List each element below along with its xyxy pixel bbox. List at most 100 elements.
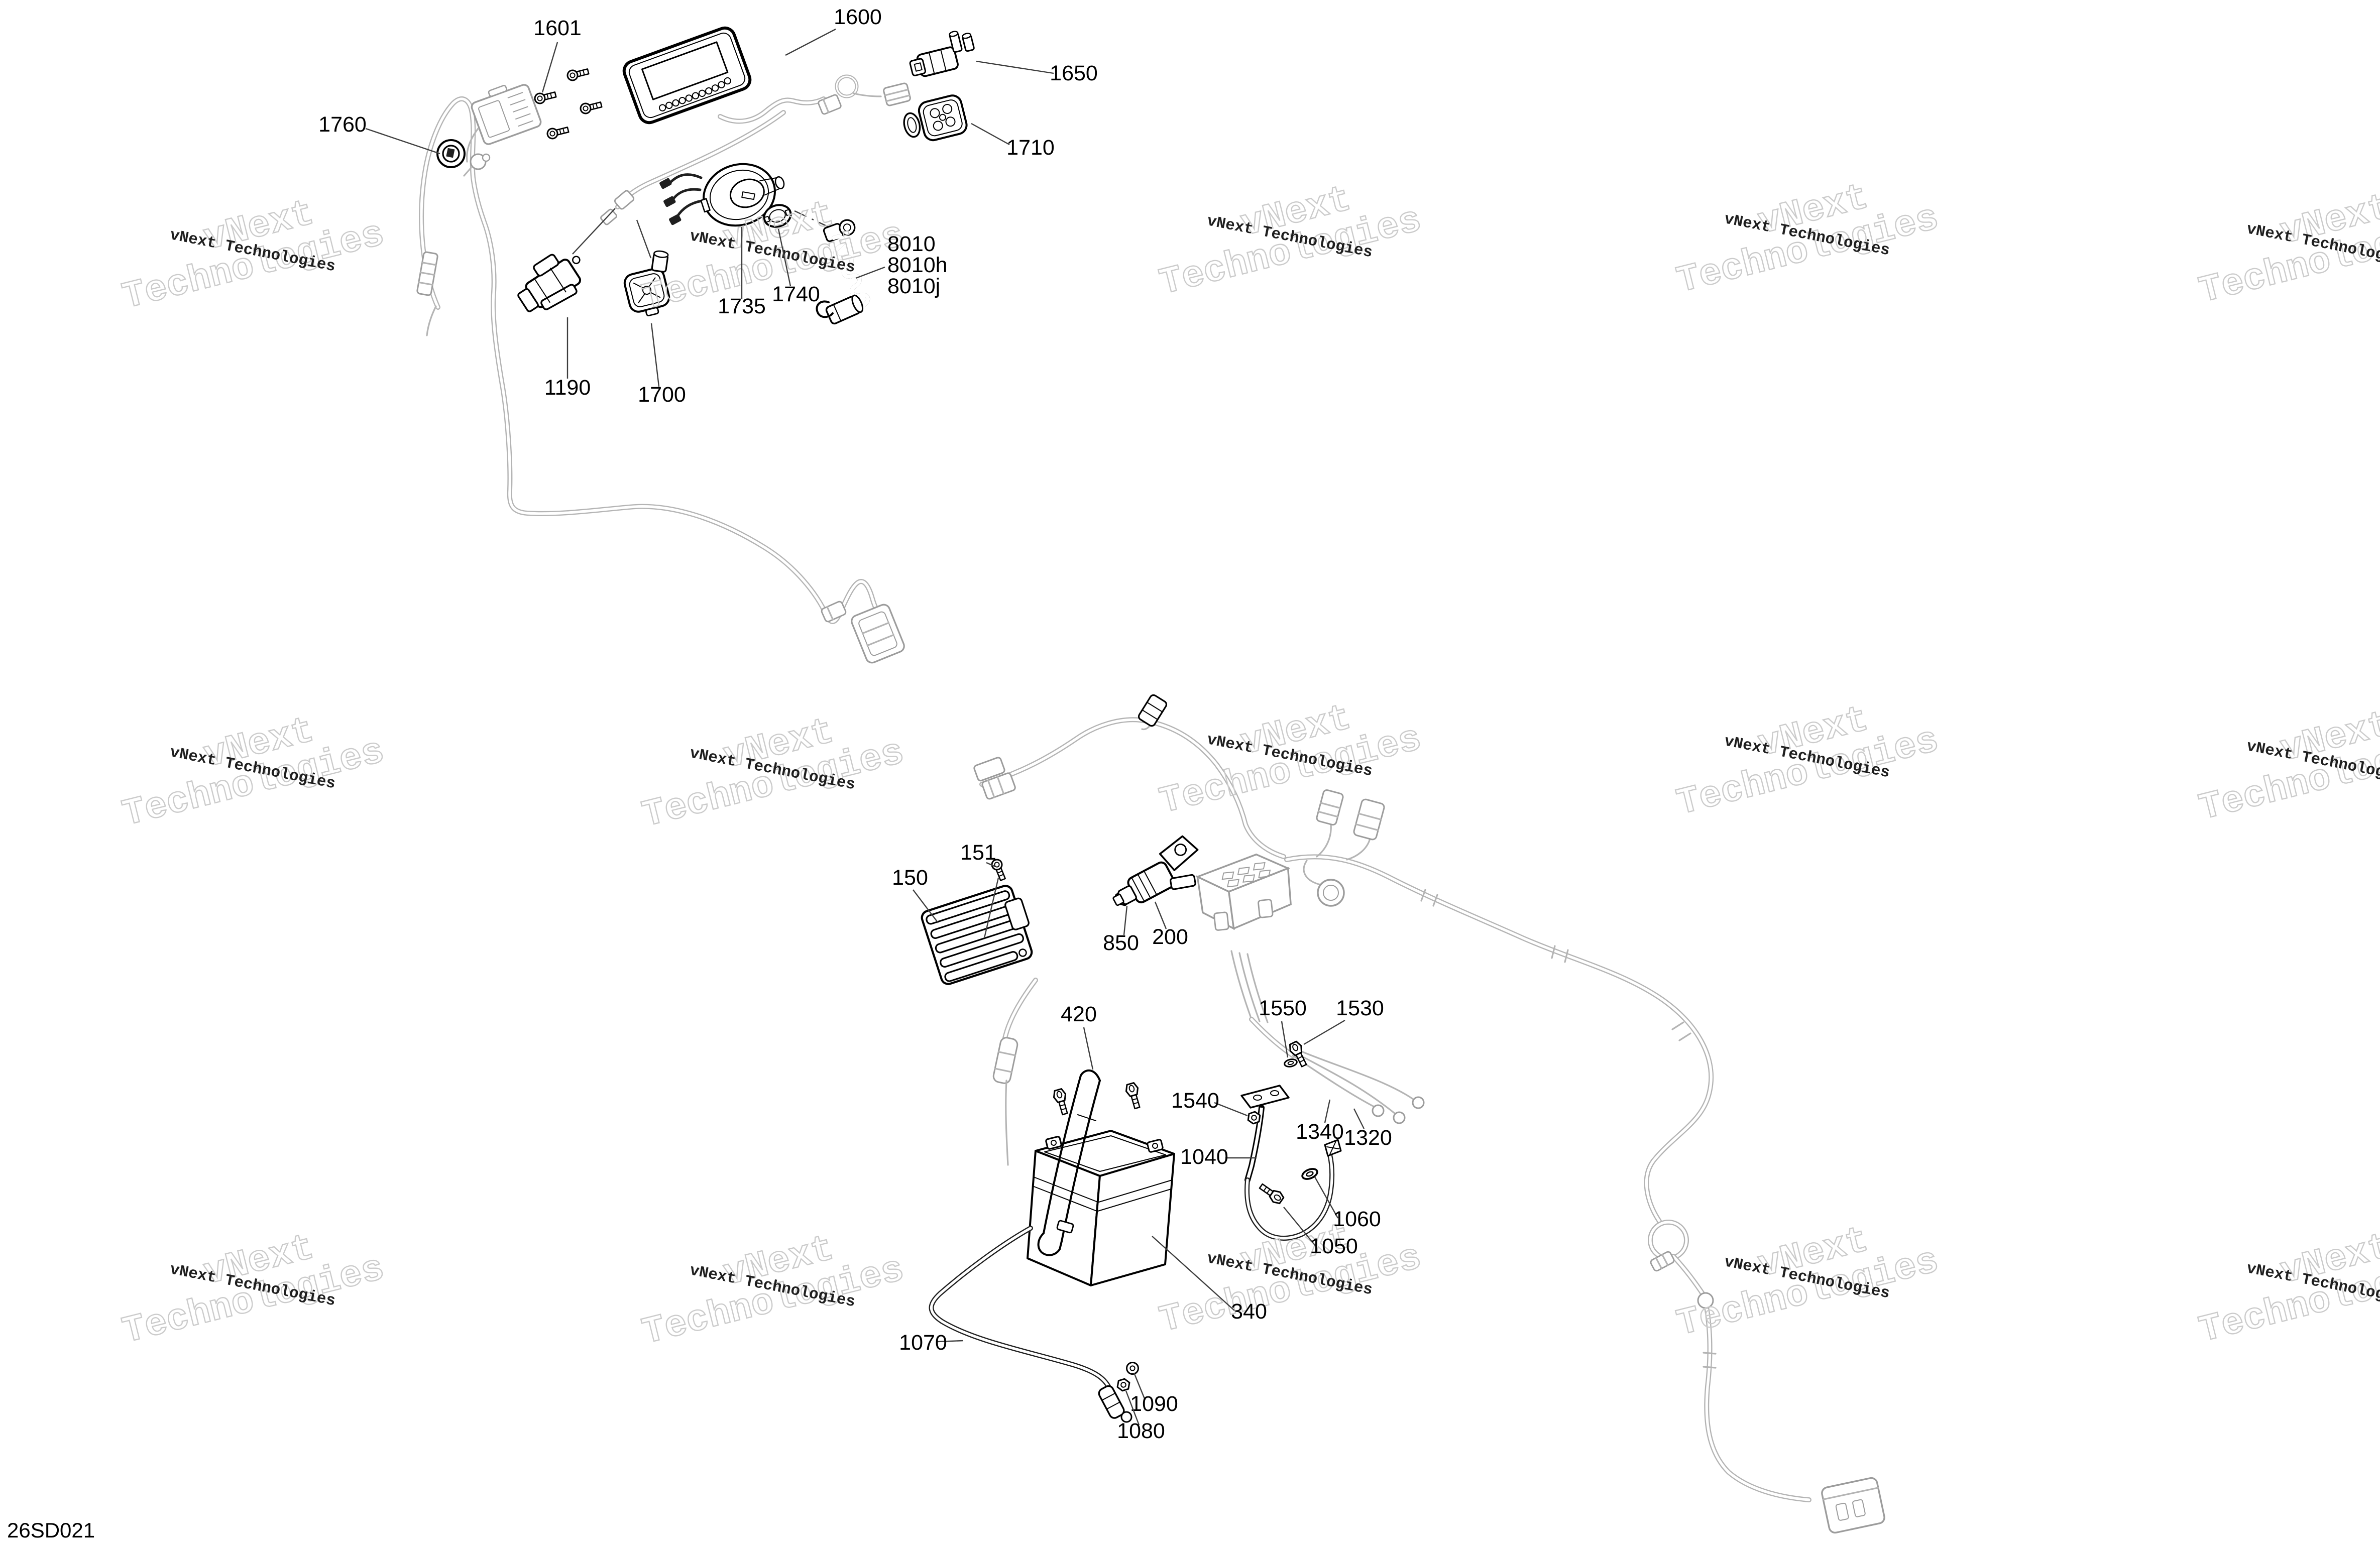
leader-1070 — [937, 1340, 964, 1343]
leader-420 — [1083, 1027, 1094, 1070]
leader-1320 — [1353, 1108, 1365, 1129]
nut-1740 — [763, 204, 792, 228]
leader-1650 — [976, 60, 1054, 74]
tether-8010 — [816, 219, 870, 325]
nut-1080 — [1116, 1377, 1131, 1393]
harness-end-connector-large — [851, 604, 905, 664]
cable-bracket — [1240, 1085, 1290, 1183]
callout-1050: 1050 — [1310, 1234, 1358, 1258]
connector-1710 — [903, 94, 968, 142]
fuse-box — [1195, 853, 1292, 931]
switch-1700 — [623, 250, 670, 316]
leader-1540 — [1214, 1102, 1248, 1117]
callout-420: 420 — [1061, 1002, 1097, 1026]
callout-1650: 1650 — [1050, 61, 1098, 85]
callout-1601: 1601 — [533, 16, 582, 40]
callout-1530: 1530 — [1336, 996, 1384, 1020]
callout-1340: 1340 — [1296, 1120, 1344, 1144]
leader-150 — [913, 889, 939, 923]
leader-1710 — [971, 123, 1010, 146]
leader-151-1 — [983, 877, 999, 938]
leader-1530 — [1303, 1019, 1345, 1045]
callout-1740: 1740 — [772, 282, 820, 306]
leader-1080 — [1125, 1390, 1140, 1426]
callout-1080: 1080 — [1117, 1419, 1165, 1443]
connector-pigtail-wire — [466, 128, 479, 163]
display-pigtail — [572, 74, 911, 259]
washer-1090 — [1126, 1362, 1139, 1375]
callout-1070: 1070 — [899, 1331, 947, 1355]
drawing-code: 26SD021 — [7, 1518, 95, 1542]
callout-1190: 1190 — [544, 376, 591, 400]
callout-8010h: 8010h — [887, 253, 948, 277]
leader-1700 — [650, 323, 660, 387]
grommet-1760 — [436, 139, 466, 168]
connector-1650 — [909, 31, 975, 77]
callout-8010: 8010 — [887, 232, 936, 256]
leader-1600 — [785, 28, 836, 56]
leader-340 — [1152, 1236, 1235, 1311]
callout-1550: 1550 — [1259, 996, 1307, 1020]
ground-cable-1070 — [929, 1226, 1132, 1423]
leader-1740 — [777, 228, 791, 287]
callout-1735: 1735 — [718, 294, 766, 318]
switch-1190 — [517, 254, 582, 312]
battery-cable-1040 — [1244, 1139, 1342, 1241]
regulator-150 — [921, 885, 1033, 985]
screws-1601 — [533, 66, 603, 141]
display-1600 — [622, 26, 752, 125]
harness-end-connector-small — [821, 601, 847, 623]
harness-middle — [973, 694, 1811, 1502]
connector-multipin-upper — [471, 84, 542, 145]
leader-1340 — [1324, 1099, 1331, 1123]
leader-151 — [986, 862, 996, 868]
leader-1550 — [1281, 1021, 1289, 1058]
leader-1050 — [1283, 1207, 1316, 1247]
callout-1710: 1710 — [1006, 136, 1055, 160]
callout-200: 200 — [1152, 925, 1188, 949]
harness-end-connector-bottom — [1821, 1477, 1885, 1534]
strap-bolt-left — [1051, 1087, 1072, 1117]
leader-200 — [1154, 901, 1167, 929]
washer-1550 — [1283, 1057, 1299, 1069]
callout-340: 340 — [1231, 1299, 1267, 1324]
strap-bolt-right — [1123, 1081, 1144, 1111]
leader-850 — [1123, 905, 1128, 935]
leader-1090 — [1133, 1372, 1146, 1400]
harness-main-upper — [416, 96, 882, 624]
callout-1320: 1320 — [1344, 1126, 1392, 1150]
leader-8010 — [855, 266, 885, 279]
ignition-switch-1735 — [659, 163, 785, 227]
assembly-axis — [794, 210, 829, 228]
callout-1540: 1540 — [1171, 1089, 1219, 1113]
callout-1700: 1700 — [638, 383, 686, 407]
callout-1060: 1060 — [1333, 1207, 1381, 1231]
callout-151: 151 — [960, 841, 996, 865]
callout-850: 850 — [1103, 931, 1139, 955]
bolt-1050 — [1257, 1180, 1286, 1207]
callout-8010j: 8010j — [887, 274, 940, 298]
harness-right-details — [821, 601, 1885, 1534]
leader-1060 — [1314, 1176, 1339, 1219]
callout-1040: 1040 — [1180, 1145, 1228, 1169]
sensor-200 — [1112, 835, 1199, 906]
callout-1090: 1090 — [1130, 1392, 1178, 1416]
leader-1760 — [365, 128, 440, 155]
harness-branch-connector — [416, 251, 438, 296]
